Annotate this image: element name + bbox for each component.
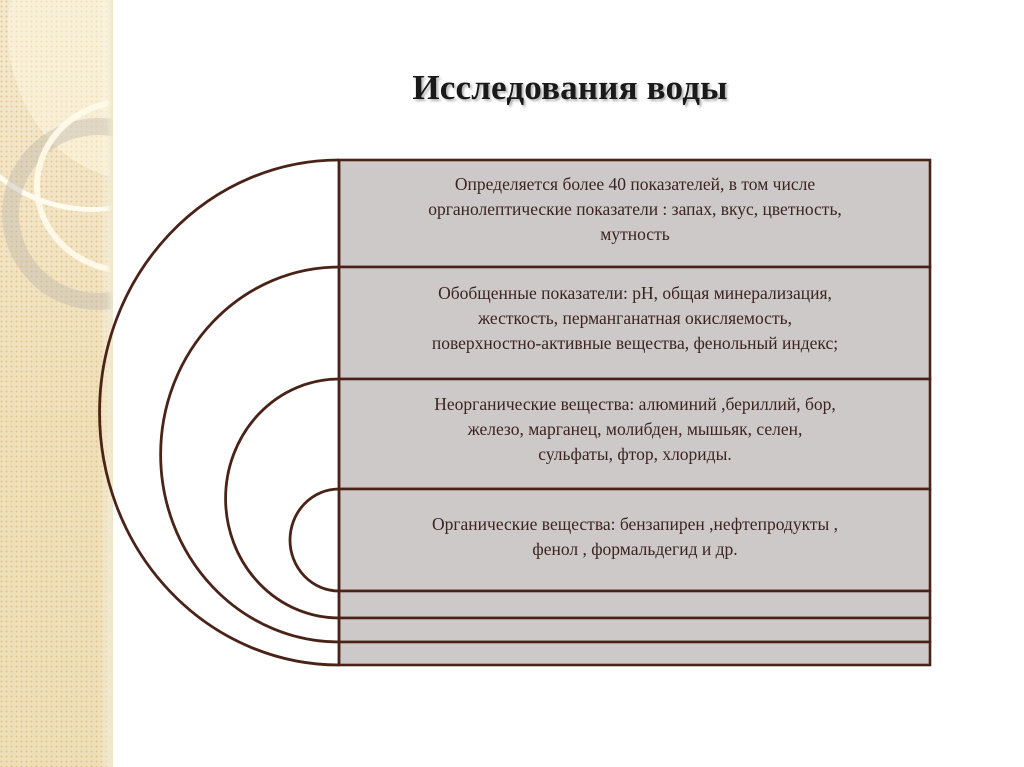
bar-row-4 bbox=[337, 589, 932, 620]
arc-outer-3 bbox=[224, 377, 340, 620]
page-title: Исследования воды bbox=[412, 68, 728, 107]
strip-edge bbox=[106, 0, 113, 767]
bar-row-0-line-0: Определяется более 40 показателей, в том… bbox=[454, 174, 816, 194]
arc-group bbox=[98, 158, 340, 667]
bar-row-2-line-2: сульфаты, фтор, хлориды. bbox=[538, 444, 732, 464]
decorative-left-strip bbox=[0, 0, 113, 767]
bar-row-2-text: Неорганические вещества: алюминий ,берил… bbox=[345, 392, 925, 492]
arc-outer-1 bbox=[98, 158, 340, 667]
bar-row-2-line-1: железо, марганец, молибден, мышьяк, селе… bbox=[467, 419, 803, 439]
bar-row-3-line-1: фенол , формальдегид и др. bbox=[532, 539, 738, 559]
bar-row-3-line-0: Органические вещества: бензапирен ,нефте… bbox=[431, 514, 839, 534]
bar-row-5 bbox=[337, 616, 932, 644]
bar-row-1-line-1: жесткость, перманганатная окисляемость, bbox=[478, 308, 792, 328]
bar-row-3-text: Органические вещества: бензапирен ,нефте… bbox=[345, 512, 925, 582]
bar-row-1-line-2: поверхностно-активные вещества, фенольны… bbox=[431, 333, 839, 353]
bar-row-0-line-1: органолептические показатели : запах, вк… bbox=[428, 199, 842, 219]
bar-row-0-text: Определяется более 40 показателей, в том… bbox=[345, 172, 925, 264]
bar-row-6 bbox=[337, 640, 932, 667]
arc-outer-4 bbox=[288, 487, 340, 593]
arc-outer-2 bbox=[159, 265, 340, 644]
bar-row-2-line-0: Неорганические вещества: алюминий ,берил… bbox=[434, 394, 836, 414]
bar-row-1-text: Обобщенные показатели: pH, общая минерал… bbox=[345, 281, 925, 381]
bar-row-0-line-2: мутность bbox=[600, 224, 670, 244]
bar-row-1-line-0: Обобщенные показатели: pH, общая минерал… bbox=[438, 283, 832, 303]
